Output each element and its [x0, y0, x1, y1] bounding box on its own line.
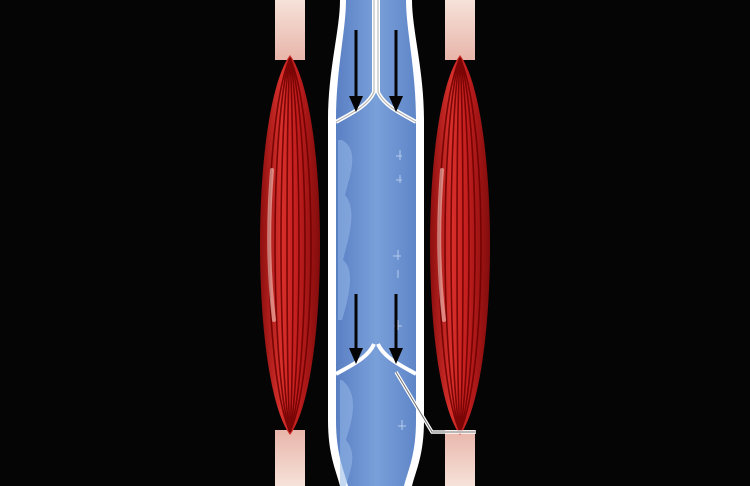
tendon-right-top: [445, 0, 475, 60]
valve-lower: [335, 343, 417, 376]
vein: [328, 0, 424, 486]
leader-line: [394, 371, 476, 434]
arrow-upper-right: [389, 30, 403, 112]
valve-upper-leaflet-right: [376, 0, 417, 124]
valve-upper: [335, 0, 417, 124]
arrow-upper-left: [349, 30, 363, 112]
tendon-left-bottom: [275, 430, 305, 486]
muscle-right: [430, 0, 490, 486]
tendon-left-top: [275, 0, 305, 60]
muscle-belly-left: [260, 55, 320, 435]
valve-lower-leaflet-left: [335, 343, 376, 376]
arrow-lower-left: [349, 294, 363, 364]
muscle-highlight-right: [437, 168, 446, 322]
muscle-belly-right: [430, 55, 490, 435]
vein-texture: [338, 140, 354, 486]
tendon-right-bottom: [445, 430, 475, 486]
valve-lower-leaflet-right: [376, 343, 417, 376]
valve-upper-leaflet-left: [335, 0, 376, 124]
arrow-lower-right: [389, 294, 403, 364]
vein-ticks: [393, 150, 406, 430]
muscle-left: [260, 0, 320, 486]
muscle-highlight-left: [267, 168, 276, 322]
